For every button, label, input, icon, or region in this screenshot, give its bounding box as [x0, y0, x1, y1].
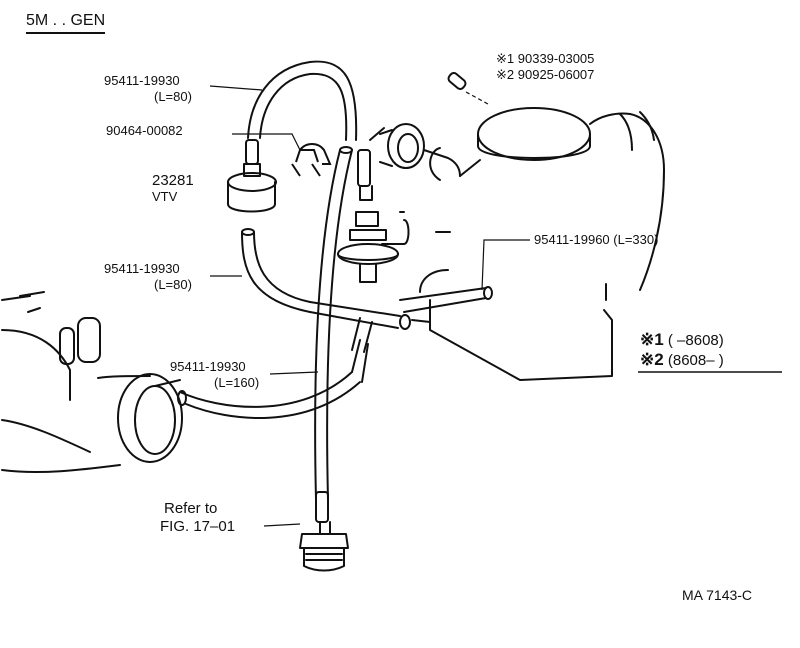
- callout-vtv-part: 23281: [152, 172, 194, 189]
- callout-refer-line1: Refer to: [164, 500, 218, 517]
- alt1-part: 90339-03005: [517, 51, 595, 66]
- throttle-body-drawing: [399, 211, 613, 381]
- leader-hose-top: [209, 85, 263, 91]
- alt2-mark: ※2: [496, 67, 515, 82]
- diagram-title: 5M . . GEN: [26, 12, 106, 34]
- air-cleaner-drawing: [429, 107, 665, 291]
- hose-vertical-drawing: [314, 146, 353, 523]
- hose-mid-drawing: [241, 228, 311, 313]
- alt1-mark: ※1: [496, 51, 515, 66]
- note-2-text: (8608– ): [667, 352, 724, 369]
- callout-hose-top-part: 95411-19930: [104, 73, 180, 88]
- check-valve-drawing: [369, 123, 461, 177]
- leader-cap: [465, 91, 489, 105]
- hose-long-drawing: [177, 339, 369, 419]
- bottom-fitting-drawing: [299, 521, 349, 572]
- clamp-drawing: [291, 143, 332, 177]
- hose-top-drawing: [247, 60, 358, 141]
- leader-hose-long: [269, 371, 319, 375]
- callout-hose-right-part: 95411-19960 (L=330): [534, 232, 659, 247]
- leader-refer: [263, 523, 301, 527]
- note-1-mark: ※1: [640, 330, 664, 349]
- callout-hose-mid-length: (L=80): [154, 277, 192, 292]
- callout-hose-long-part: 95411-19930: [170, 359, 246, 374]
- callout-hose-mid-part: 95411-19930: [104, 261, 180, 276]
- callout-hose-top-length: (L=80): [154, 89, 192, 104]
- note-2-mark: ※2: [640, 350, 664, 369]
- callout-refer-line2: FIG. 17–01: [160, 518, 236, 535]
- cap-drawing: [447, 72, 467, 90]
- note-row-1: ※1 ( –8608): [640, 330, 724, 350]
- figure-code: MA 7143-C: [682, 587, 753, 603]
- callout-clamp-part: 90464-00082: [106, 123, 183, 138]
- callout-vtv-name: VTV: [152, 189, 178, 204]
- distributor-drawing: [1, 291, 183, 474]
- valve-drawing: [337, 149, 410, 283]
- junction-drawing: [309, 301, 411, 353]
- hose-right-drawing: [399, 269, 493, 313]
- alt2-part: 90925-06007: [517, 67, 595, 82]
- vtv-drawing: [227, 139, 277, 213]
- callout-alt2: ※2 90925-06007: [496, 68, 594, 82]
- note-1-text: ( –8608): [667, 332, 724, 349]
- callout-hose-long-length: (L=160): [214, 375, 260, 390]
- note-row-2: ※2 (8608– ): [640, 350, 724, 370]
- callout-alt1: ※1 90339-03005: [496, 52, 594, 66]
- leader-clamp: [232, 133, 301, 151]
- leader-hose-right: [481, 239, 530, 291]
